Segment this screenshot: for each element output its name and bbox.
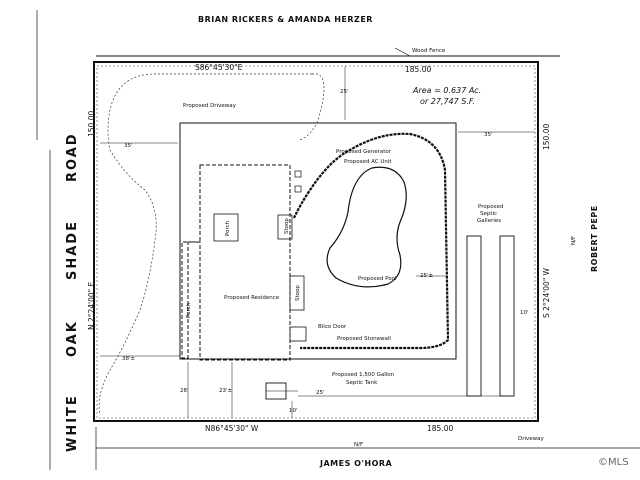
- stonewall-label: Proposed Stonewall: [337, 336, 391, 342]
- mls-watermark: ©MLS: [598, 457, 629, 468]
- south-neighbor-prefix: N/F: [354, 442, 363, 448]
- east-neighbor-prefix: N/F: [571, 236, 577, 245]
- road-word-road: ROAD: [65, 132, 80, 182]
- septic-tank-label-1: Proposed 1,500 Gallon: [332, 372, 395, 378]
- septic-gallery-right: [499, 235, 515, 397]
- bilco-door: [289, 326, 307, 342]
- generator-label: Proposed Generator: [336, 149, 392, 155]
- left-setback-dim: 35': [124, 143, 133, 149]
- right-setback-dim: 35': [484, 132, 493, 138]
- ac-unit-symbol: [294, 185, 302, 193]
- ac-unit-label: Proposed AC Unit: [344, 159, 392, 165]
- road-word-white: WHITE: [65, 394, 80, 452]
- east-distance: 150.00: [542, 124, 551, 150]
- stoop-mid: [289, 275, 305, 311]
- stoop-top-label: Stoop: [284, 218, 290, 234]
- property-boundary: [93, 61, 539, 422]
- stonewall-path: [293, 132, 450, 350]
- area-line-2: or 27,747 S.F.: [420, 97, 475, 106]
- north-bearing: S86°45'30"E: [195, 63, 243, 72]
- residence-label: Proposed Residence: [224, 295, 280, 301]
- pool-outline: [326, 166, 407, 288]
- east-neighbor: ROBERT PEPE: [590, 205, 599, 272]
- north-neighbor: BRIAN RICKERS & AMANDA HERZER: [198, 15, 373, 24]
- east-bearing: S 2°24'00" W: [542, 267, 551, 318]
- galleries-label-2: Septic: [480, 211, 497, 217]
- septic-gap-dim: 10': [520, 310, 529, 316]
- south-bearing: N86°45'30" W: [205, 424, 259, 433]
- bottom-setback-dim: 25': [316, 390, 325, 396]
- galleries-label-3: Galleries: [477, 218, 501, 224]
- driveway-proposed-label: Proposed Driveway: [183, 103, 237, 109]
- inner-offset-line: [96, 65, 536, 419]
- residence-outline: [181, 164, 291, 361]
- pool-edge-dim: 25'±: [420, 273, 434, 279]
- top-setback-dim: 25': [340, 89, 349, 95]
- pool-label: Proposed Pool: [358, 276, 397, 282]
- setback-envelope: [179, 122, 457, 360]
- south-neighbor: JAMES O'HORA: [319, 459, 393, 468]
- tank-left-dim: 28': [180, 388, 189, 394]
- porch-top-label: Porch: [225, 220, 231, 236]
- house-front-dim: 38'±: [122, 356, 136, 362]
- generator-symbol: [294, 170, 302, 178]
- galleries-label-1: Proposed: [478, 204, 503, 210]
- stoop-top: [277, 214, 293, 240]
- bilco-label: Bilco Door: [318, 324, 347, 330]
- stoop-mid-label: Stoop: [295, 285, 301, 301]
- septic-gallery-left: [466, 235, 482, 397]
- septic-tank-label-2: Septic Tank: [346, 380, 378, 386]
- porch-top: [213, 213, 239, 242]
- driveway-path: [98, 73, 312, 416]
- road-word-shade: SHADE: [65, 220, 80, 280]
- area-line-1: Area = 0.637 Ac.: [412, 86, 481, 95]
- tank-mid-dim: 23'±: [219, 388, 233, 394]
- porch-side-label: Porch: [186, 302, 192, 318]
- south-distance: 185.00: [427, 424, 453, 433]
- road-word-oak: OAK: [65, 320, 80, 357]
- west-distance: 150.00: [87, 111, 96, 137]
- north-distance: 185.00: [405, 65, 431, 74]
- west-bearing: N 2°24'00" E: [87, 282, 96, 330]
- driveway-label: Driveway: [518, 436, 545, 442]
- wood-fence-label: Wood Fence: [412, 48, 446, 54]
- tank-bottom-dim: 10': [289, 408, 298, 414]
